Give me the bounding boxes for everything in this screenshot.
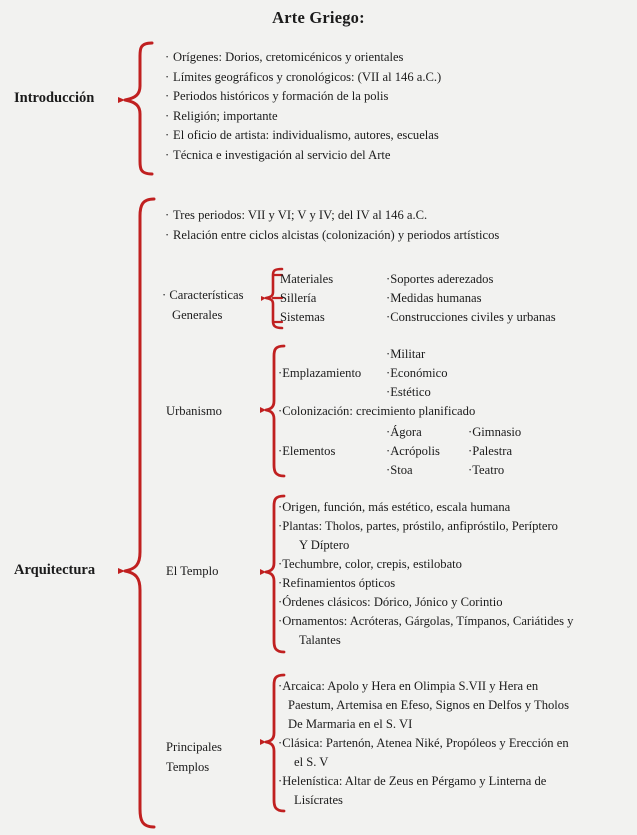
bullet-icon: · bbox=[386, 385, 391, 399]
list-item: ·Técnica e investigación al servicio del… bbox=[165, 146, 585, 166]
urbanismo-emplazamiento-label: ·Emplazamiento bbox=[278, 366, 362, 380]
list-caracteristicas-right: ·Soportes aderezados ·Medidas humanas ·C… bbox=[386, 270, 626, 327]
brace-caracteristicas bbox=[261, 266, 288, 332]
list-item-continuation: De Marmaria en el S. VI bbox=[288, 717, 413, 731]
bullet-icon: · bbox=[165, 69, 170, 84]
bullet-icon: · bbox=[386, 425, 391, 439]
bullet-icon: · bbox=[165, 89, 170, 103]
bullet-icon: · bbox=[386, 291, 391, 305]
group-label-principales-templos-line1: Principales bbox=[166, 740, 222, 754]
list-item: ·Stoa bbox=[386, 463, 413, 477]
list-item: ·Clásica: Partenón, Atenea Niké, Propóle… bbox=[278, 736, 569, 750]
bullet-icon: · bbox=[386, 366, 391, 380]
bullet-icon: · bbox=[278, 444, 283, 458]
list-item: ·Construcciones civiles y urbanas bbox=[386, 310, 556, 324]
list-caracteristicas-left: Materiales Sillería Sistemas bbox=[280, 270, 390, 327]
brace-introduccion bbox=[118, 40, 158, 180]
list-item-continuation: Lisícrates bbox=[294, 793, 343, 807]
bullet-icon: · bbox=[386, 347, 391, 361]
list-item: ·Ornamentos: Acróteras, Gárgolas, Tímpan… bbox=[278, 614, 574, 628]
list-elementos-col1: ·Ágora ·Acrópolis ·Stoa bbox=[386, 423, 476, 480]
list-introduccion: ·Orígenes: Dorios, cretomicénicos y orie… bbox=[165, 48, 585, 165]
list-item: ·Arcaica: Apolo y Hera en Olimpia S.VII … bbox=[278, 679, 539, 693]
list-item: ·Religión; importante bbox=[165, 107, 585, 127]
list-item-continuation: Talantes bbox=[299, 633, 341, 647]
bullet-icon: · bbox=[386, 310, 391, 324]
bullet-icon: · bbox=[278, 774, 283, 788]
list-item: Sistemas bbox=[280, 310, 325, 324]
bullet-icon: · bbox=[468, 444, 473, 458]
list-item: ·Tres periodos: VII y VI; V y IV; del IV… bbox=[165, 206, 595, 226]
bullet-icon: · bbox=[386, 272, 391, 286]
page-title: Arte Griego: bbox=[272, 8, 365, 27]
bullet-icon: · bbox=[165, 108, 170, 123]
list-item: ·Económico bbox=[386, 366, 448, 380]
bullet-icon: · bbox=[468, 463, 473, 477]
brace-principales-templos bbox=[260, 672, 290, 816]
bullet-icon: · bbox=[278, 404, 283, 418]
list-item: ·Órdenes clásicos: Dórico, Jónico y Cori… bbox=[278, 595, 503, 609]
list-item: ·Teatro bbox=[468, 463, 505, 477]
group-label-el-templo: El Templo bbox=[166, 564, 219, 578]
group-label-principales-templos-line2: Templos bbox=[166, 760, 210, 774]
bullet-icon: · bbox=[278, 595, 283, 609]
list-item: ·Límites geográficos y cronológicos: (VI… bbox=[165, 68, 585, 88]
list-item-continuation: Paestum, Artemisa en Efeso, Signos en De… bbox=[288, 698, 569, 712]
bullet-icon: · bbox=[386, 463, 391, 477]
bullet-icon: · bbox=[278, 519, 283, 533]
brace-el-templo bbox=[260, 493, 290, 657]
bullet-icon: · bbox=[165, 227, 170, 242]
list-item: Materiales bbox=[280, 272, 334, 286]
list-item: ·Soportes aderezados bbox=[386, 272, 494, 286]
urbanismo-colonizacion: ·Colonización: crecimiento planificado bbox=[278, 404, 476, 418]
bullet-icon: · bbox=[278, 576, 283, 590]
list-item: ·Origen, función, más estético, escala h… bbox=[278, 500, 511, 514]
list-principales-templos: ·Arcaica: Apolo y Hera en Olimpia S.VII … bbox=[278, 677, 628, 810]
urbanismo-elementos-label: ·Elementos bbox=[278, 444, 336, 458]
branch-label-introduccion: Introducción bbox=[14, 90, 95, 106]
list-elementos-col2: ·Gimnasio ·Palestra ·Teatro bbox=[468, 423, 588, 480]
brace-urbanismo bbox=[260, 343, 290, 481]
list-el-templo: ·Origen, función, más estético, escala h… bbox=[278, 498, 628, 650]
bullet-icon: · bbox=[278, 366, 283, 380]
branch-label-arquitectura: Arquitectura bbox=[14, 562, 96, 578]
list-item: ·Refinamientos ópticos bbox=[278, 576, 396, 590]
bullet-icon: · bbox=[386, 444, 391, 458]
list-item: ·Orígenes: Dorios, cretomicénicos y orie… bbox=[165, 48, 585, 68]
list-arquitectura-top: ·Tres periodos: VII y VI; V y IV; del IV… bbox=[165, 206, 595, 245]
list-item: ·Periodos históricos y formación de la p… bbox=[165, 87, 585, 107]
brace-arquitectura bbox=[118, 196, 160, 832]
list-item: ·Militar bbox=[386, 347, 426, 361]
group-label-caracteristicas-line1: · Características bbox=[162, 288, 244, 302]
list-item: ·Relación entre ciclos alcistas (coloniz… bbox=[165, 226, 595, 246]
list-item: ·Acrópolis bbox=[386, 444, 440, 458]
list-item: Sillería bbox=[280, 291, 317, 305]
bullet-icon: · bbox=[278, 500, 283, 514]
list-emplazamiento-values: ·Militar ·Económico ·Estético bbox=[386, 345, 586, 402]
bullet-icon: · bbox=[278, 557, 283, 571]
group-label-caracteristicas-line2: Generales bbox=[172, 308, 223, 322]
bullet-icon: · bbox=[165, 147, 170, 162]
list-item: ·Estético bbox=[386, 385, 431, 399]
list-item: ·Plantas: Tholos, partes, próstilo, anfi… bbox=[278, 519, 558, 533]
bullet-icon: · bbox=[165, 50, 170, 64]
list-item-continuation: el S. V bbox=[294, 755, 329, 769]
list-item: ·Ágora bbox=[386, 425, 422, 439]
list-item: ·Palestra bbox=[468, 444, 513, 458]
group-label-urbanismo: Urbanismo bbox=[166, 404, 222, 418]
list-item: ·Gimnasio bbox=[468, 425, 522, 439]
list-item: ·El oficio de artista: individualismo, a… bbox=[165, 126, 585, 146]
bullet-icon: · bbox=[278, 736, 283, 750]
bullet-icon: · bbox=[165, 128, 170, 142]
bullet-icon: · bbox=[278, 614, 283, 628]
list-item: ·Helenística: Altar de Zeus en Pérgamo y… bbox=[278, 774, 547, 788]
bullet-icon: · bbox=[165, 208, 170, 222]
list-item-continuation: Y Díptero bbox=[299, 538, 350, 552]
bullet-icon: · bbox=[468, 425, 473, 439]
list-item: ·Techumbre, color, crepis, estilobato bbox=[278, 557, 462, 571]
list-item: ·Medidas humanas bbox=[386, 291, 482, 305]
bullet-icon: · bbox=[278, 679, 283, 693]
